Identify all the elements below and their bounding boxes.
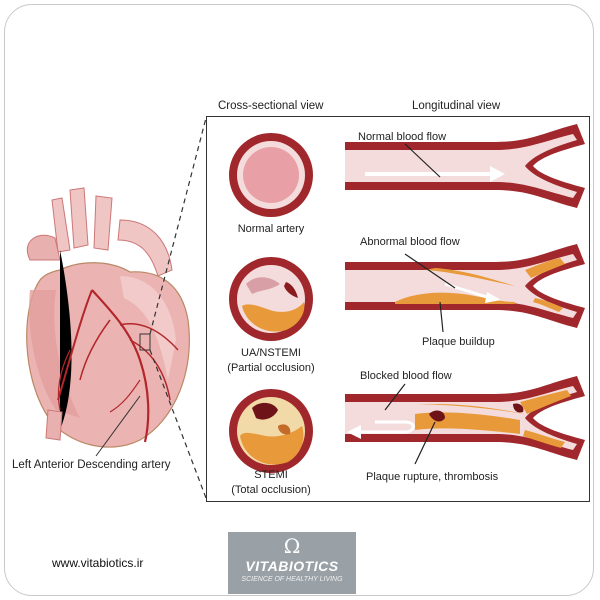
label-total-occlusion: (Total occlusion) <box>231 484 311 496</box>
label-partial-occlusion: (Partial occlusion) <box>227 362 315 374</box>
label-normal-artery: Normal artery <box>237 223 305 235</box>
logo-brand: VITABIOTICS <box>245 558 339 574</box>
label-stemi: STEMI <box>254 469 288 481</box>
longitudinal-header: Longitudinal view <box>412 100 501 112</box>
website-url: www.vitabiotics.ir <box>52 556 144 570</box>
vitabiotics-logo: Ω VITABIOTICS SCIENCE OF HEALTHY LIVING <box>228 532 356 594</box>
omega-icon: Ω <box>283 534 301 558</box>
label-abnormal-blood-flow: Abnormal blood flow <box>360 236 460 248</box>
longitudinal-normal <box>345 124 585 208</box>
cross-section-partial <box>229 257 313 341</box>
cross-section-total <box>229 389 313 473</box>
label-blocked-blood-flow: Blocked blood flow <box>360 370 452 382</box>
label-plaque-rupture: Plaque rupture, thrombosis <box>366 471 499 483</box>
longitudinal-blocked <box>345 376 585 465</box>
cross-section-normal <box>229 133 313 217</box>
longitudinal-abnormal <box>345 244 585 333</box>
label-normal-blood-flow: Normal blood flow <box>358 131 447 143</box>
heart-illustration <box>26 187 190 448</box>
logo-tagline: SCIENCE OF HEALTHY LIVING <box>241 576 343 583</box>
label-plaque-buildup: Plaque buildup <box>422 336 495 348</box>
label-ua-nstemi: UA/NSTEMI <box>241 347 301 359</box>
cross-sectional-header: Cross-sectional view <box>218 100 324 112</box>
heart-label: Left Anterior Descending artery <box>12 459 171 471</box>
